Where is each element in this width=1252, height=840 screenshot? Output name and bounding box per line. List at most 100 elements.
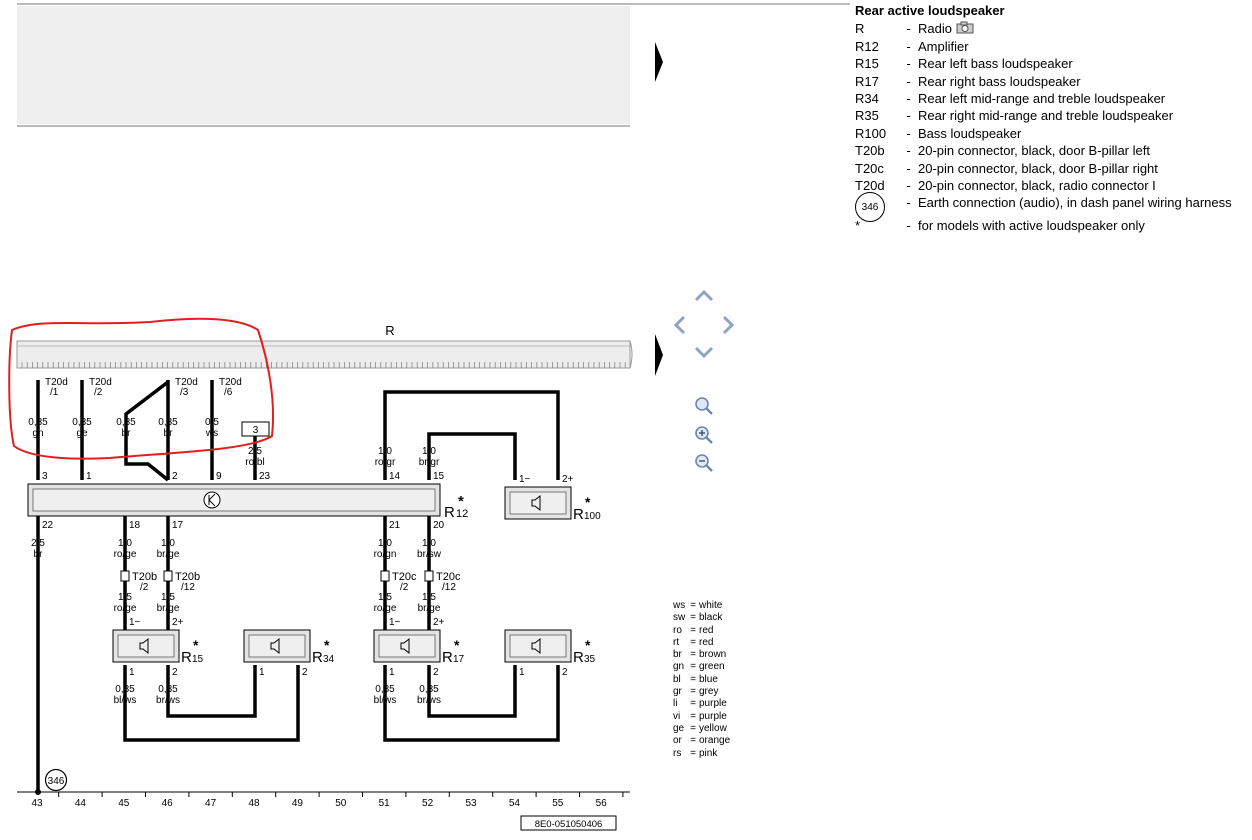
wire-rogr-color: ro/gr (375, 457, 396, 468)
speaker-out-pin-1: 1 (129, 667, 135, 678)
connector-t20b-12-icon (163, 570, 173, 582)
pan-down-icon[interactable] (694, 346, 714, 359)
wire-brgr-color: br/gr (419, 457, 440, 468)
wire-br-a-gauge: 0,35 (116, 417, 136, 428)
connector-t20c-2-name: T20c (392, 571, 417, 583)
legend-desc: Amplifier (918, 38, 969, 55)
color-key-row: br=brown (673, 649, 730, 661)
legend-code: T20b (855, 143, 885, 159)
color-code: ro (673, 624, 682, 636)
wire-gn-gauge: 0,35 (28, 417, 48, 428)
legend-dash: - (906, 91, 911, 107)
legend-earth-icon: 346 (855, 192, 885, 223)
camera-icon[interactable] (956, 21, 974, 34)
track-number: 49 (292, 798, 304, 809)
connector-box-label: 3 (253, 425, 259, 436)
amp-pin-3: 3 (42, 471, 48, 482)
color-equals: = (690, 710, 696, 722)
pan-up-icon[interactable] (694, 289, 714, 302)
zoom-fit-icon[interactable] (695, 397, 709, 411)
speaker-icon (139, 637, 149, 655)
color-code: ws (673, 600, 686, 611)
speaker-label-sub: 15 (192, 654, 204, 665)
speaker-label-sub: 34 (323, 654, 335, 665)
page-up-arrow-icon[interactable] (655, 42, 663, 82)
legend-dash: - (906, 73, 911, 89)
color-name: brown (699, 649, 727, 661)
connector-t20b-2-pin: /2 (140, 582, 149, 593)
color-equals: = (690, 735, 696, 747)
speaker-pin-a: 1− (519, 474, 531, 485)
radio-unit-end (629, 340, 633, 369)
speaker-label: R (442, 649, 453, 666)
speaker-label-sub: 35 (584, 654, 596, 665)
legend-dash: - (906, 56, 911, 72)
legend-desc: Rear left bass loudspeaker (918, 55, 1073, 72)
color-name: blue (699, 673, 718, 685)
wire-rogn-color: ro/gn (374, 549, 397, 560)
speaker-icon (270, 637, 280, 655)
wire-door-r-a-color: ro/ge (374, 603, 397, 614)
color-equals: = (690, 636, 696, 648)
wire-door-l-b-gauge: 1,5 (161, 592, 175, 603)
amp-pin-2: 2 (172, 471, 178, 482)
legend-item: R34-Rear left mid-range and treble louds… (855, 90, 1232, 107)
amp-pin-15: 15 (433, 471, 445, 482)
legend-desc-text: 20-pin connector, black, door B-pillar r… (918, 160, 1158, 176)
speaker-out-pin-2: 2 (433, 667, 439, 678)
color-key-row: gr=grey (673, 686, 730, 698)
wire-r17-out-gauge: 0,35 (375, 684, 395, 695)
color-key-row: ge=yellow (673, 723, 730, 735)
color-key-row: gn=green (673, 661, 730, 673)
legend-code: R34 (855, 91, 879, 107)
legend-desc: Earth connection (audio), in dash panel … (918, 194, 1232, 211)
color-equals: = (690, 673, 696, 685)
wire-door-r-b-color: br/ge (418, 603, 441, 614)
speaker-label: R (312, 649, 323, 666)
speaker-label: R (573, 649, 584, 666)
legend-item: R17-Rear right bass loudspeaker (855, 73, 1232, 90)
legend-dash: - (906, 160, 911, 176)
zoom-in-control[interactable] (692, 423, 716, 447)
legend-item: 346-Earth connection (audio), in dash pa… (855, 192, 1232, 223)
wire-r15-out-color: bl/ws (114, 695, 137, 706)
color-code: br (673, 649, 682, 661)
radio-label: R (385, 323, 394, 338)
legend-dash: - (906, 178, 911, 194)
color-key-row: rt=red (673, 637, 730, 649)
color-key-row: ws=white (673, 600, 730, 612)
zoom-out-control[interactable] (692, 451, 716, 475)
speaker-pin-b: 2+ (433, 617, 445, 628)
color-name: yellow (699, 722, 727, 734)
page-next-arrow-icon[interactable] (655, 334, 663, 376)
wire-earth-color: br (34, 549, 44, 560)
legend-item: T20d-20-pin connector, black, radio conn… (855, 177, 1232, 194)
color-name: purple (699, 710, 727, 722)
wire-r17-out2-color: br/ws (417, 695, 441, 706)
color-code: gr (673, 686, 682, 698)
legend-desc-text: 20-pin connector, black, radio connector… (918, 178, 1156, 194)
radio-pin-6-num: /6 (224, 387, 233, 398)
color-key-row: or=orange (673, 735, 730, 747)
legend-desc-text: Rear right bass loudspeaker (918, 73, 1081, 89)
speaker-inner (509, 634, 567, 658)
color-equals: = (690, 747, 696, 759)
color-code: vi (673, 710, 681, 722)
legend-title: Rear active loudspeaker (855, 3, 1005, 18)
legend-desc: 20-pin connector, black, door B-pillar l… (918, 142, 1150, 159)
zoom-fit-control[interactable] (692, 394, 716, 418)
color-key-row: bl=blue (673, 674, 730, 686)
amp-pin-14: 14 (389, 471, 401, 482)
speaker-label-sub: 17 (453, 654, 465, 665)
track-number: 51 (379, 798, 391, 809)
color-key-row: rs=pink (673, 748, 730, 760)
wires (36, 380, 560, 792)
legend-item: *-for models with active loudspeaker onl… (855, 217, 1232, 234)
pan-right-icon[interactable] (722, 315, 735, 335)
pan-left-icon[interactable] (673, 315, 686, 335)
wire-earth-gauge: 2,5 (31, 538, 45, 549)
wire-brsw-gauge: 1,0 (422, 538, 436, 549)
track-number: 47 (205, 798, 217, 809)
